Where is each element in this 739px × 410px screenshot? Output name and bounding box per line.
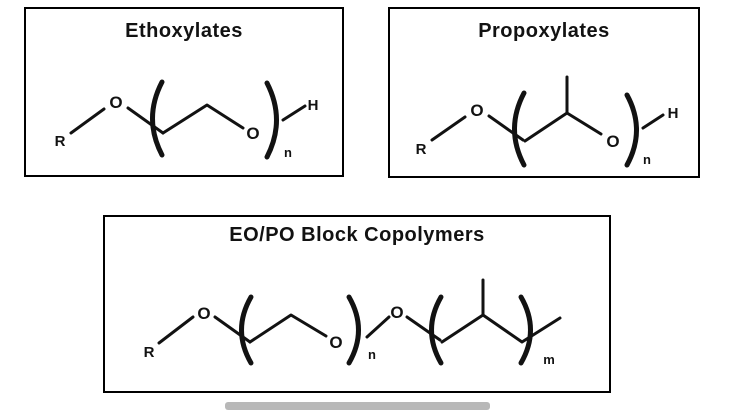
- bond-o-chain: [126, 106, 165, 135]
- atom-label-o-repeat-eo: O: [329, 333, 342, 352]
- panel-ethoxylates: Ethoxylates R O O H n: [24, 7, 344, 177]
- bond-propylene-chain: [523, 111, 603, 143]
- atom-label-o-repeat: O: [606, 132, 619, 151]
- open-paren: [150, 79, 165, 158]
- close-paren: [624, 92, 639, 168]
- open-paren: [512, 90, 527, 168]
- bond-r-o: [69, 107, 106, 135]
- atom-label-o-ether: O: [109, 93, 122, 112]
- propoxylates-structure-drawing: R O O H n: [416, 75, 679, 168]
- repeat-subscript-m: m: [543, 352, 555, 367]
- repeat-subscript-n: n: [368, 347, 376, 362]
- bond-o-chain: [487, 114, 525, 142]
- bond-link-o-po-chain: [405, 315, 442, 342]
- atom-label-r: R: [144, 344, 155, 361]
- bond-propylene-chain: [440, 313, 562, 344]
- cropped-bottom-frame-edge: [225, 402, 490, 410]
- atom-label-r: R: [55, 133, 66, 150]
- panel-propoxylates: Propoxylates R O O H n: [388, 7, 700, 178]
- bond-o-h: [641, 113, 665, 130]
- bond-ethylene-chain: [248, 313, 328, 344]
- panel-title-propoxylates: Propoxylates: [478, 20, 610, 42]
- open-paren-eo: [239, 294, 254, 366]
- atom-label-o-link: O: [390, 303, 403, 322]
- atom-label-r: R: [416, 141, 427, 158]
- bond-r-o: [430, 115, 467, 142]
- panel-title-ethoxylates: Ethoxylates: [125, 20, 243, 42]
- atom-label-o-ether: O: [197, 304, 210, 323]
- atom-label-o-ether: O: [470, 101, 483, 120]
- bond-eo-to-link-o: [365, 315, 391, 339]
- close-paren: [264, 80, 279, 160]
- repeat-subscript-n: n: [643, 152, 651, 167]
- atom-label-h: H: [668, 105, 679, 122]
- close-paren-eo: [346, 294, 361, 366]
- ethoxylates-structure-drawing: R O O H n: [55, 79, 319, 160]
- eopo-structure-drawing: R O O O n m: [144, 278, 562, 367]
- bond-ethylene-chain: [161, 103, 245, 135]
- bond-r-o: [157, 315, 195, 345]
- atom-label-h: H: [308, 97, 319, 114]
- bond-o-h: [281, 104, 307, 122]
- repeat-subscript-n: n: [284, 145, 292, 160]
- open-paren-po: [429, 294, 444, 366]
- close-paren-po: [518, 294, 533, 366]
- panel-title-eopo: EO/PO Block Copolymers: [229, 224, 485, 246]
- atom-label-o-repeat: O: [246, 124, 259, 143]
- panel-eopo-block-copolymers: EO/PO Block Copolymers R O O O n m: [103, 215, 611, 393]
